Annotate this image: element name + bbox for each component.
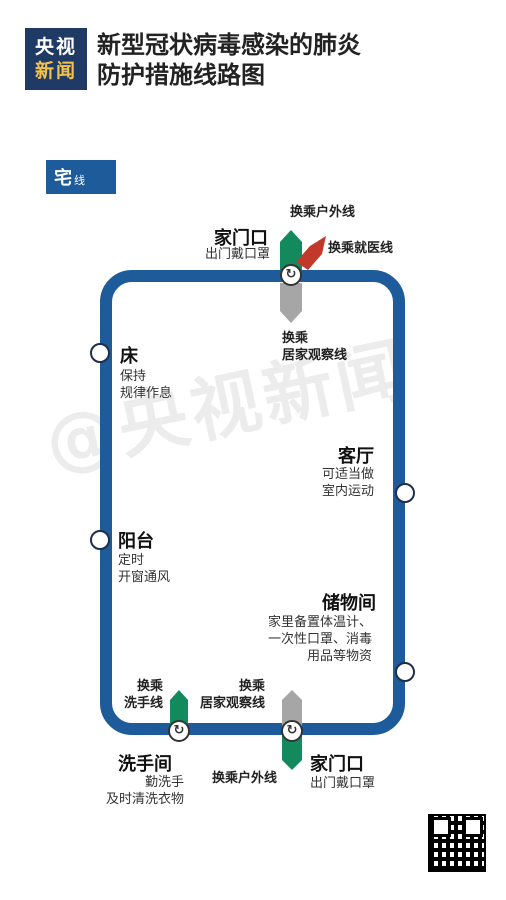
line-tag: 宅 线 <box>46 160 116 194</box>
station-dot-balcony <box>90 530 110 550</box>
route-track <box>100 270 405 735</box>
station-storage-desc: 家里备置体温计、 一次性口罩、消毒 用品等物资 <box>268 615 373 664</box>
title-line2: 防护措施线路图 <box>97 61 265 89</box>
station-dot-living-room <box>395 483 415 503</box>
transfer-observe-bottom: 换乘 居家观察线 <box>200 679 266 711</box>
green-up-arrow-washroom <box>170 690 188 726</box>
red-diagonal-arrow <box>296 236 326 270</box>
station-balcony-desc: 定时 开窗通风 <box>118 553 171 585</box>
transfer-icon-washroom: ↻ <box>168 720 190 742</box>
title-line1: 新型冠状病毒感染的肺炎 <box>97 31 361 59</box>
station-bed-desc: 保持 规律作息 <box>120 369 173 401</box>
transfer-outdoor-top: 换乘户外线 <box>290 205 356 220</box>
transfer-handwash: 换乘 洗手线 <box>124 679 164 711</box>
logo-line1: 央视 <box>34 36 77 58</box>
line-tag-main: 宅 <box>54 168 72 189</box>
station-dot-bed <box>90 343 110 363</box>
station-washroom-desc: 勤洗手 及时清洗衣物 <box>105 775 184 807</box>
page-title: 新型冠状病毒感染的肺炎 防护措施线路图 <box>97 30 361 90</box>
transfer-medical: 换乘就医线 <box>328 241 394 256</box>
station-dot-storage <box>395 662 415 682</box>
transfer-icon-top: ↻ <box>280 264 302 286</box>
station-door-top: 家门口 <box>214 228 268 249</box>
station-door-top-desc: 出门戴口罩 <box>205 247 271 262</box>
transfer-outdoor-bottom: 换乘户外线 <box>212 771 278 786</box>
station-living-room-desc: 可适当做 室内运动 <box>322 467 375 499</box>
station-bed: 床 <box>120 346 138 367</box>
station-door-bottom: 家门口 <box>310 754 364 775</box>
qr-code-icon <box>428 814 486 872</box>
gray-up-arrow-bottom <box>282 690 302 726</box>
station-balcony: 阳台 <box>118 531 154 552</box>
transfer-icon-bottom: ↻ <box>281 720 303 742</box>
station-storage: 储物间 <box>322 593 376 614</box>
logo-line2: 新闻 <box>34 60 77 82</box>
station-washroom: 洗手间 <box>118 754 172 775</box>
green-down-arrow-bottom <box>282 736 302 770</box>
line-tag-sub: 线 <box>74 174 85 187</box>
station-door-bottom-desc: 出门戴口罩 <box>310 776 376 791</box>
station-living-room: 客厅 <box>338 446 374 467</box>
green-up-arrow-top <box>280 230 302 270</box>
cctv-news-logo: 央视 新闻 <box>25 28 87 90</box>
gray-down-arrow-top <box>280 283 302 323</box>
transfer-observe-top: 换乘 居家观察线 <box>282 331 348 363</box>
